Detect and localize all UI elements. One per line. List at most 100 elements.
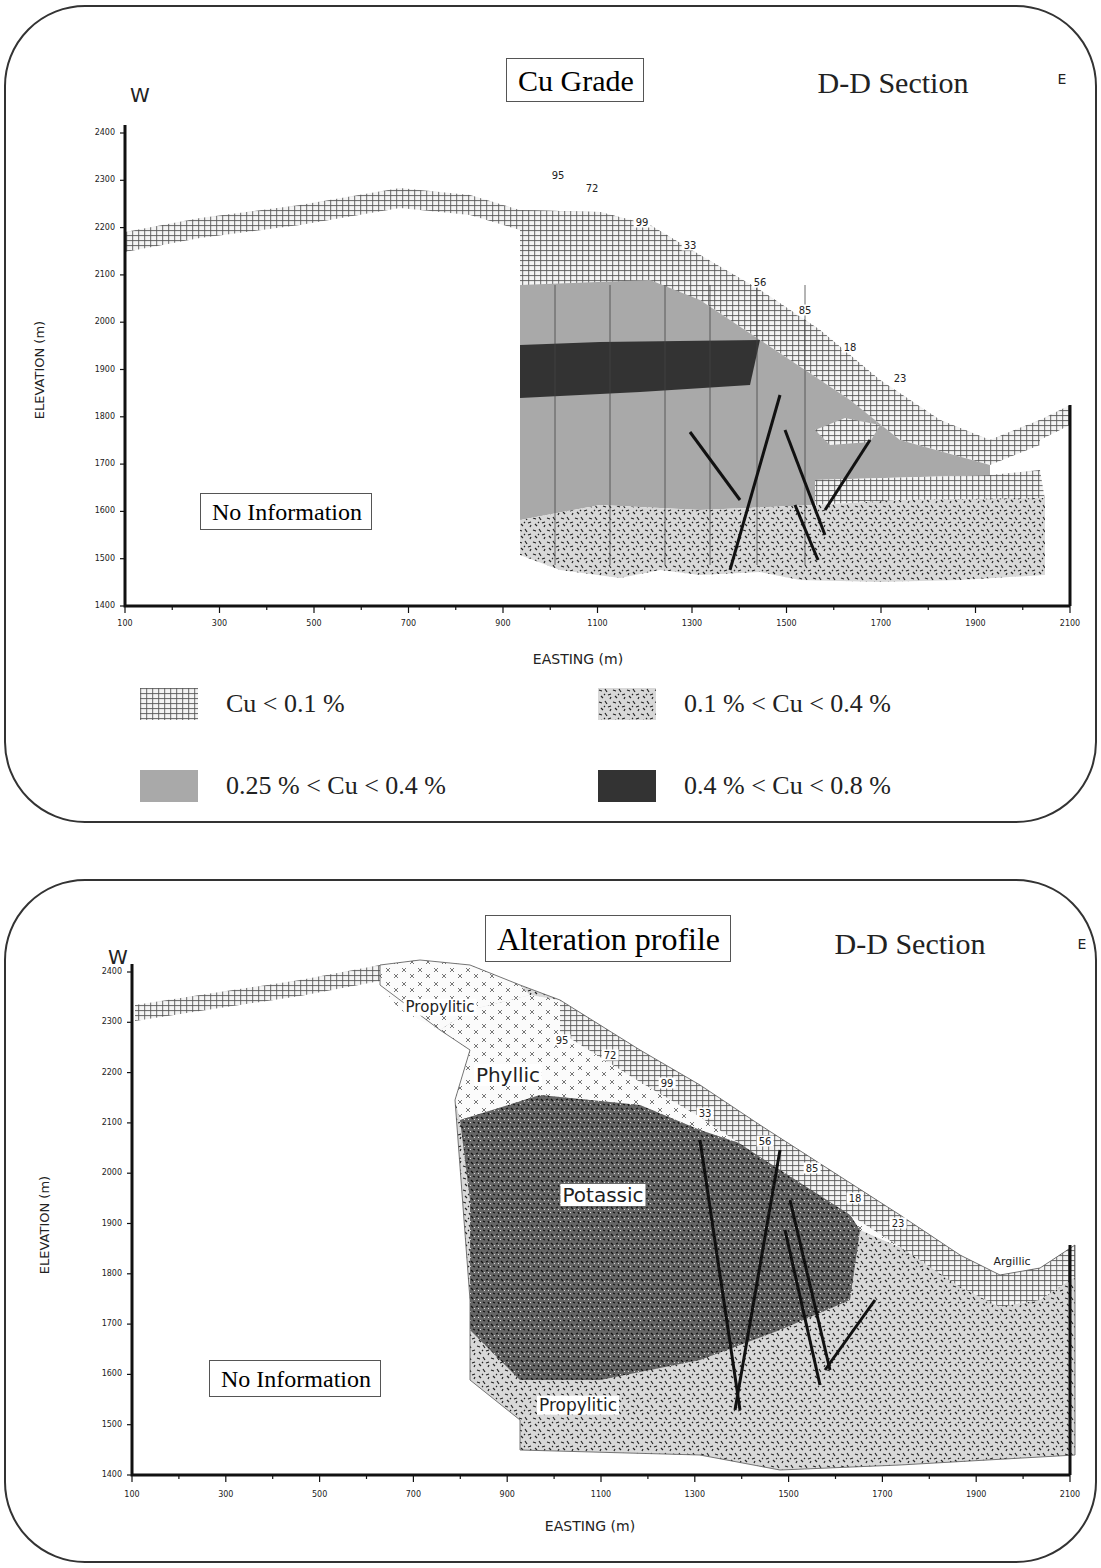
drill-hole-number: 72: [584, 183, 601, 194]
direction-label: W: [108, 946, 128, 968]
axis-tick: [739, 606, 740, 610]
axis-tick: [1022, 1475, 1023, 1479]
fault-line: [825, 440, 870, 510]
axis-tick: [786, 606, 787, 613]
axis-tick: [833, 606, 834, 610]
panel-frame: [5, 6, 1096, 822]
legend-text: 0.4 % < Cu < 0.8 %: [684, 771, 891, 801]
tick-label: 1900: [965, 620, 985, 629]
axis-tick: [127, 1273, 132, 1274]
axis-tick: [788, 1475, 789, 1482]
axis-tick: [694, 1475, 695, 1482]
tick-label: 2400: [95, 129, 115, 138]
tick-label: 1300: [682, 620, 702, 629]
propylitic-cap: [380, 960, 530, 1030]
box-text: No Information: [221, 1366, 369, 1393]
tick-label: 1700: [95, 460, 115, 469]
title-box: Alteration profile: [485, 915, 731, 962]
note-box: No Information: [200, 493, 372, 530]
drill-hole-number: 95: [550, 170, 567, 181]
axis-tick: [127, 1323, 132, 1324]
tick-label: 2000: [95, 318, 115, 327]
tick-label: 1700: [871, 620, 891, 629]
axis-tick: [124, 606, 125, 613]
tick-label: 2100: [1060, 620, 1080, 629]
axis-tick: [553, 1475, 554, 1479]
axis-tick: [975, 606, 976, 613]
tick-label: 1600: [102, 1370, 122, 1379]
fault-line: [785, 430, 825, 535]
axis-tick: [127, 1424, 132, 1425]
tick-label: 1500: [95, 554, 115, 563]
tick-label: 100: [124, 1491, 139, 1500]
section-name: D-D Section: [818, 66, 969, 99]
pattern-sample: [140, 688, 198, 720]
drill-hole: [710, 285, 711, 565]
box-text: Cu Grade: [518, 64, 632, 98]
axis-tick: [366, 1475, 367, 1479]
tick-label: 1600: [95, 507, 115, 516]
legend-swatch: [140, 770, 198, 802]
drill-hole-number: 56: [752, 277, 769, 288]
tick-label: 1500: [778, 1491, 798, 1500]
zone-label: Propylitic: [404, 999, 477, 1016]
drill-hole-number: 33: [682, 240, 699, 251]
drill-hole: [610, 285, 611, 565]
axis-tick: [644, 606, 645, 610]
drill-hole-number: 23: [890, 1218, 907, 1229]
tick-label: 1700: [102, 1320, 122, 1329]
note-box: No Information: [209, 1360, 381, 1397]
tick-label: 1800: [102, 1269, 122, 1278]
legend-item: Cu < 0.1 %: [140, 688, 345, 720]
zone-label: Potassic: [560, 1184, 645, 1206]
tick-label: 300: [218, 1491, 233, 1500]
drill-hole-number: 99: [659, 1078, 676, 1089]
surface-band: [135, 960, 420, 1021]
title-box: Cu Grade: [506, 58, 644, 102]
drill-hole: [805, 285, 806, 565]
axis-tick: [413, 1475, 414, 1482]
axis-tick: [120, 558, 125, 559]
axis-tick: [120, 605, 125, 606]
axis-tick: [600, 1475, 601, 1482]
axis-tick: [127, 1374, 132, 1375]
tick-label: 900: [495, 620, 510, 629]
argillic-zone: [560, 1000, 1075, 1307]
potassic-zone: [460, 1095, 860, 1380]
fault-line: [690, 432, 740, 500]
axis-tick: [408, 606, 409, 613]
axis-title: ELEVATION (m): [33, 321, 47, 419]
alteration-section: [127, 960, 1075, 1482]
axis-tick: [507, 1475, 508, 1482]
axis-tick: [976, 1475, 977, 1482]
axis-tick: [120, 416, 125, 417]
axis-tick: [597, 606, 598, 613]
axis-tick: [120, 511, 125, 512]
axis-tick: [929, 1475, 930, 1479]
axis-tick: [131, 1475, 132, 1482]
drill-hole: [555, 285, 556, 565]
fault-line: [700, 1140, 740, 1410]
axis-tick: [127, 971, 132, 972]
axis: [125, 125, 1070, 606]
axis-tick: [455, 606, 456, 610]
axis-tick: [741, 1475, 742, 1479]
axis-tick: [178, 1475, 179, 1479]
fault-line: [795, 505, 818, 560]
legend-swatch: [140, 688, 198, 720]
axis-tick: [266, 606, 267, 610]
drill-hole-number: 18: [847, 1193, 864, 1204]
cu-grade-section: [120, 125, 1070, 613]
axis-tick: [835, 1475, 836, 1479]
tick-label: 1400: [95, 602, 115, 611]
axis-tick: [361, 606, 362, 610]
legend-text: 0.25 % < Cu < 0.4 %: [226, 771, 446, 801]
axis-tick: [882, 1475, 883, 1482]
axis-tick: [319, 1475, 320, 1482]
tick-label: 900: [500, 1491, 515, 1500]
drill-hole: [757, 285, 758, 565]
axis-title: ELEVATION (m): [38, 1176, 52, 1274]
axis-tick: [120, 274, 125, 275]
legend-text: Cu < 0.1 %: [226, 689, 345, 719]
